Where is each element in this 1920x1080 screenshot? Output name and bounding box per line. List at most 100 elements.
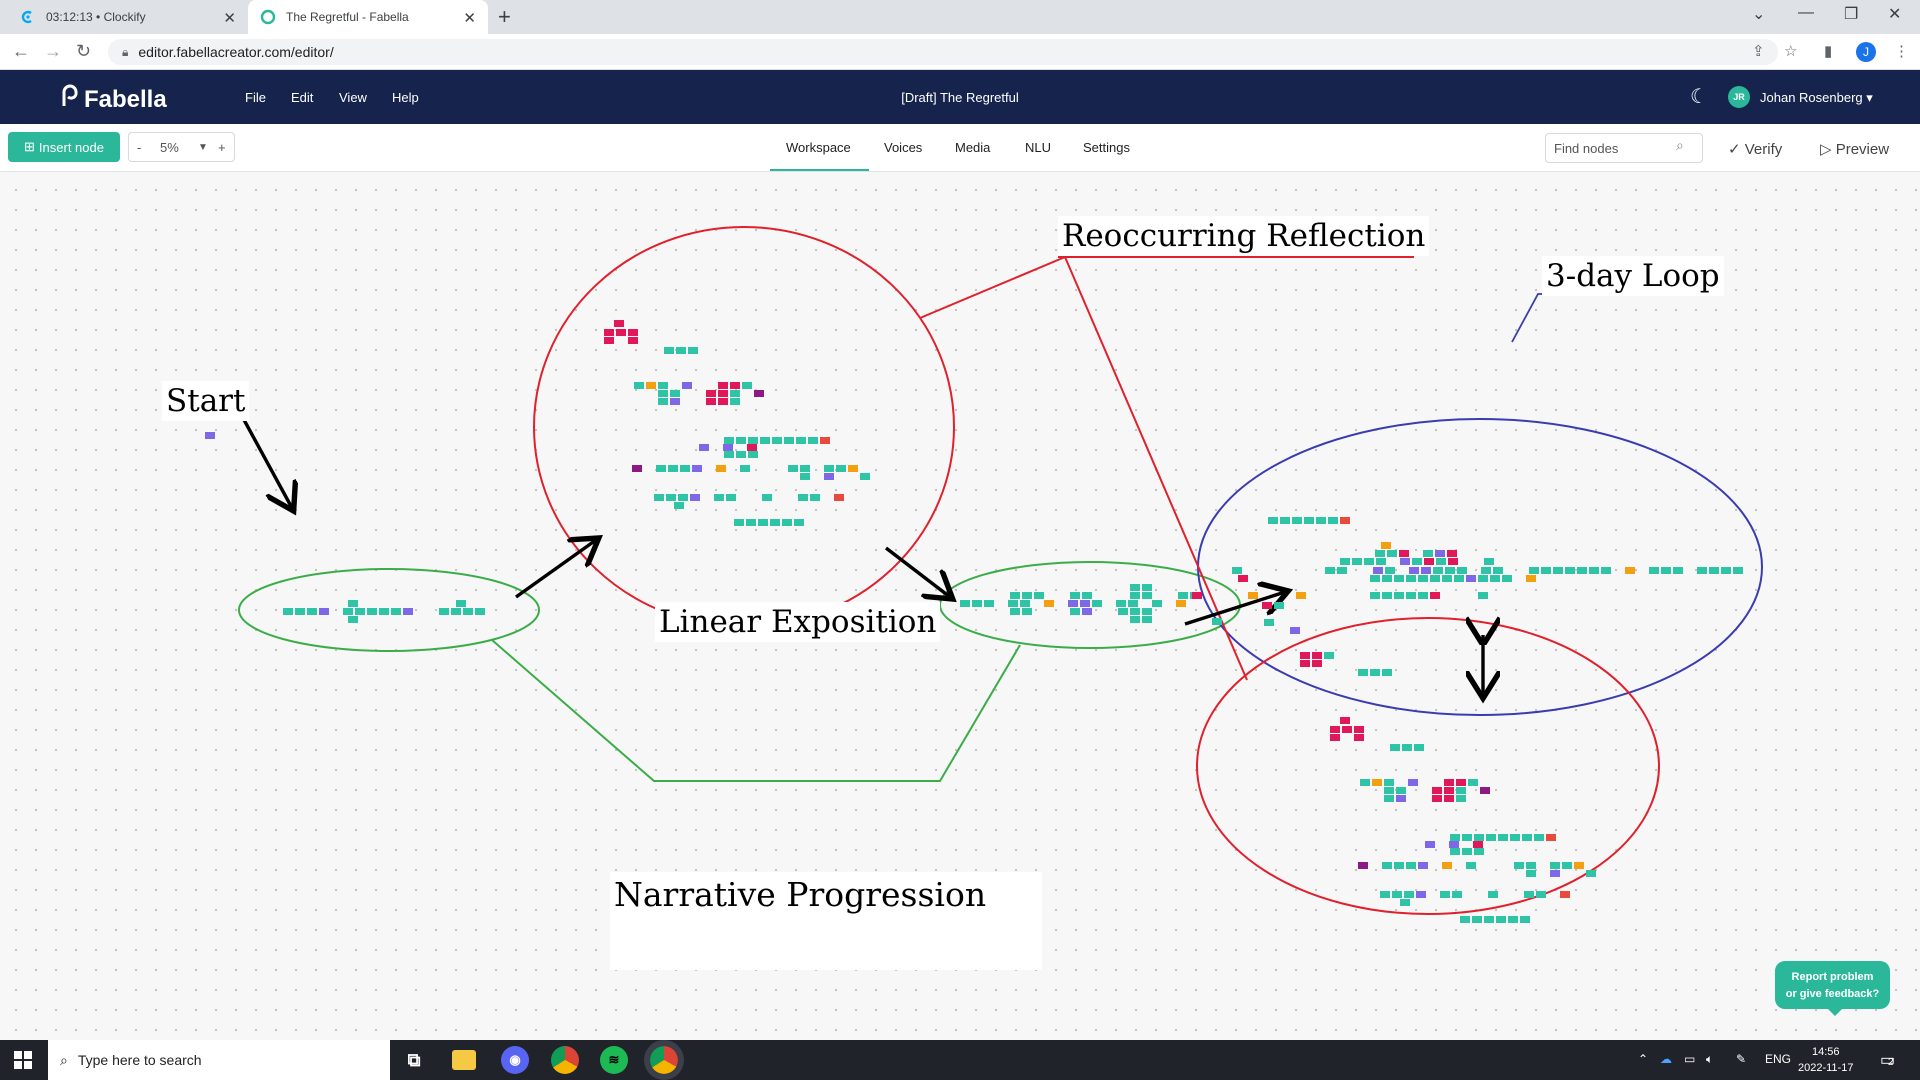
tray-chevron-up-icon[interactable]: ⌃ [1638,1052,1649,1066]
story-node[interactable] [1382,575,1392,582]
story-node[interactable] [1586,870,1596,877]
story-node[interactable] [1325,567,1335,574]
story-node[interactable] [706,390,716,397]
story-node[interactable] [1212,618,1222,625]
story-node[interactable] [1128,600,1138,607]
story-node[interactable] [1490,575,1500,582]
story-node[interactable] [1496,916,1506,923]
story-node[interactable] [860,473,870,480]
story-node[interactable] [1589,567,1599,574]
story-node[interactable] [1488,891,1498,898]
back-arrow-icon[interactable]: ← [12,41,30,61]
story-node[interactable] [1392,891,1402,898]
story-node[interactable] [1450,848,1460,855]
browser-profile-avatar[interactable]: J [1856,42,1876,62]
story-node[interactable] [1529,567,1539,574]
story-node[interactable] [1673,567,1683,574]
story-node[interactable] [760,437,770,444]
story-node[interactable] [666,494,676,501]
story-node[interactable] [1022,592,1032,599]
story-node[interactable] [1526,870,1536,877]
story-node[interactable] [1481,567,1491,574]
story-node[interactable] [1474,834,1484,841]
story-node[interactable] [1274,602,1284,609]
tab-voices[interactable]: Voices [884,140,923,155]
story-node[interactable] [1330,734,1340,741]
story-node[interactable] [1400,558,1410,565]
story-node[interactable] [1130,592,1140,599]
story-node[interactable] [1423,550,1433,557]
story-node[interactable] [616,329,626,336]
story-node[interactable] [674,502,684,509]
story-node[interactable] [824,473,834,480]
story-node[interactable] [1480,787,1490,794]
story-node[interactable] [1390,744,1400,751]
story-node[interactable] [1406,862,1416,869]
story-node[interactable] [1649,567,1659,574]
story-node[interactable] [632,465,642,472]
side-panel-icon[interactable]: ▮ [1824,43,1833,60]
story-node[interactable] [1562,862,1572,869]
story-node[interactable] [1384,779,1394,786]
story-node[interactable] [724,437,734,444]
story-node[interactable] [730,382,740,389]
tab-workspace[interactable]: Workspace [786,140,851,155]
story-node[interactable] [1553,567,1563,574]
workspace-canvas[interactable]: Start Linear Exposition Reoccurring Refl… [0,172,1920,1040]
story-node[interactable] [798,494,808,501]
story-node[interactable] [1733,567,1743,574]
story-node[interactable] [1022,608,1032,615]
story-node[interactable] [1130,584,1140,591]
story-node[interactable] [736,451,746,458]
story-node[interactable] [1176,600,1186,607]
story-node[interactable] [1130,616,1140,623]
story-node[interactable] [319,608,329,615]
story-node[interactable] [1550,870,1560,877]
story-node[interactable] [628,329,638,336]
story-node[interactable] [740,465,750,472]
story-node[interactable] [1412,558,1422,565]
story-node[interactable] [1354,726,1364,733]
story-node[interactable] [1142,584,1152,591]
story-node[interactable] [1312,660,1322,667]
story-node[interactable] [690,494,700,501]
volume-icon[interactable]: 🔈︎ [1706,1052,1714,1066]
story-node[interactable] [1452,891,1462,898]
story-node[interactable] [1466,575,1476,582]
story-node[interactable] [403,608,413,615]
reload-icon[interactable]: ↻ [76,41,92,61]
story-node[interactable] [730,398,740,405]
windows-start-icon[interactable] [14,1051,32,1069]
story-node[interactable] [1510,834,1520,841]
story-node[interactable] [758,519,768,526]
story-node[interactable] [1449,841,1459,848]
story-node[interactable] [1508,916,1518,923]
story-node[interactable] [1337,567,1347,574]
close-tab-icon[interactable]: ✕ [223,10,236,27]
story-node[interactable] [1364,558,1374,565]
story-node[interactable] [348,600,358,607]
story-node[interactable] [658,382,668,389]
story-node[interactable] [800,465,810,472]
story-node[interactable] [1432,795,1442,802]
zoom-out-button[interactable]: - [137,140,142,155]
discord-icon[interactable]: ◉ [501,1046,529,1074]
spotify-icon[interactable]: ≋ [600,1046,628,1074]
story-node[interactable] [1522,834,1532,841]
story-node[interactable] [1448,558,1458,565]
story-node[interactable] [724,451,734,458]
tab-clockify[interactable]: 03:12:13 • Clockify ✕ [8,0,248,34]
story-node[interactable] [1430,592,1440,599]
story-node[interactable] [730,390,740,397]
zoom-value[interactable]: 5% [160,140,179,155]
story-node[interactable] [1436,558,1446,565]
story-node[interactable] [762,494,772,501]
tab-fabella[interactable]: The Regretful - Fabella ✕ [248,0,488,34]
story-node[interactable] [794,519,804,526]
story-node[interactable] [1432,787,1442,794]
story-node[interactable] [1382,669,1392,676]
story-node[interactable] [1526,862,1536,869]
menu-view[interactable]: View [339,90,367,105]
story-node[interactable] [451,608,461,615]
story-node[interactable] [1454,575,1464,582]
